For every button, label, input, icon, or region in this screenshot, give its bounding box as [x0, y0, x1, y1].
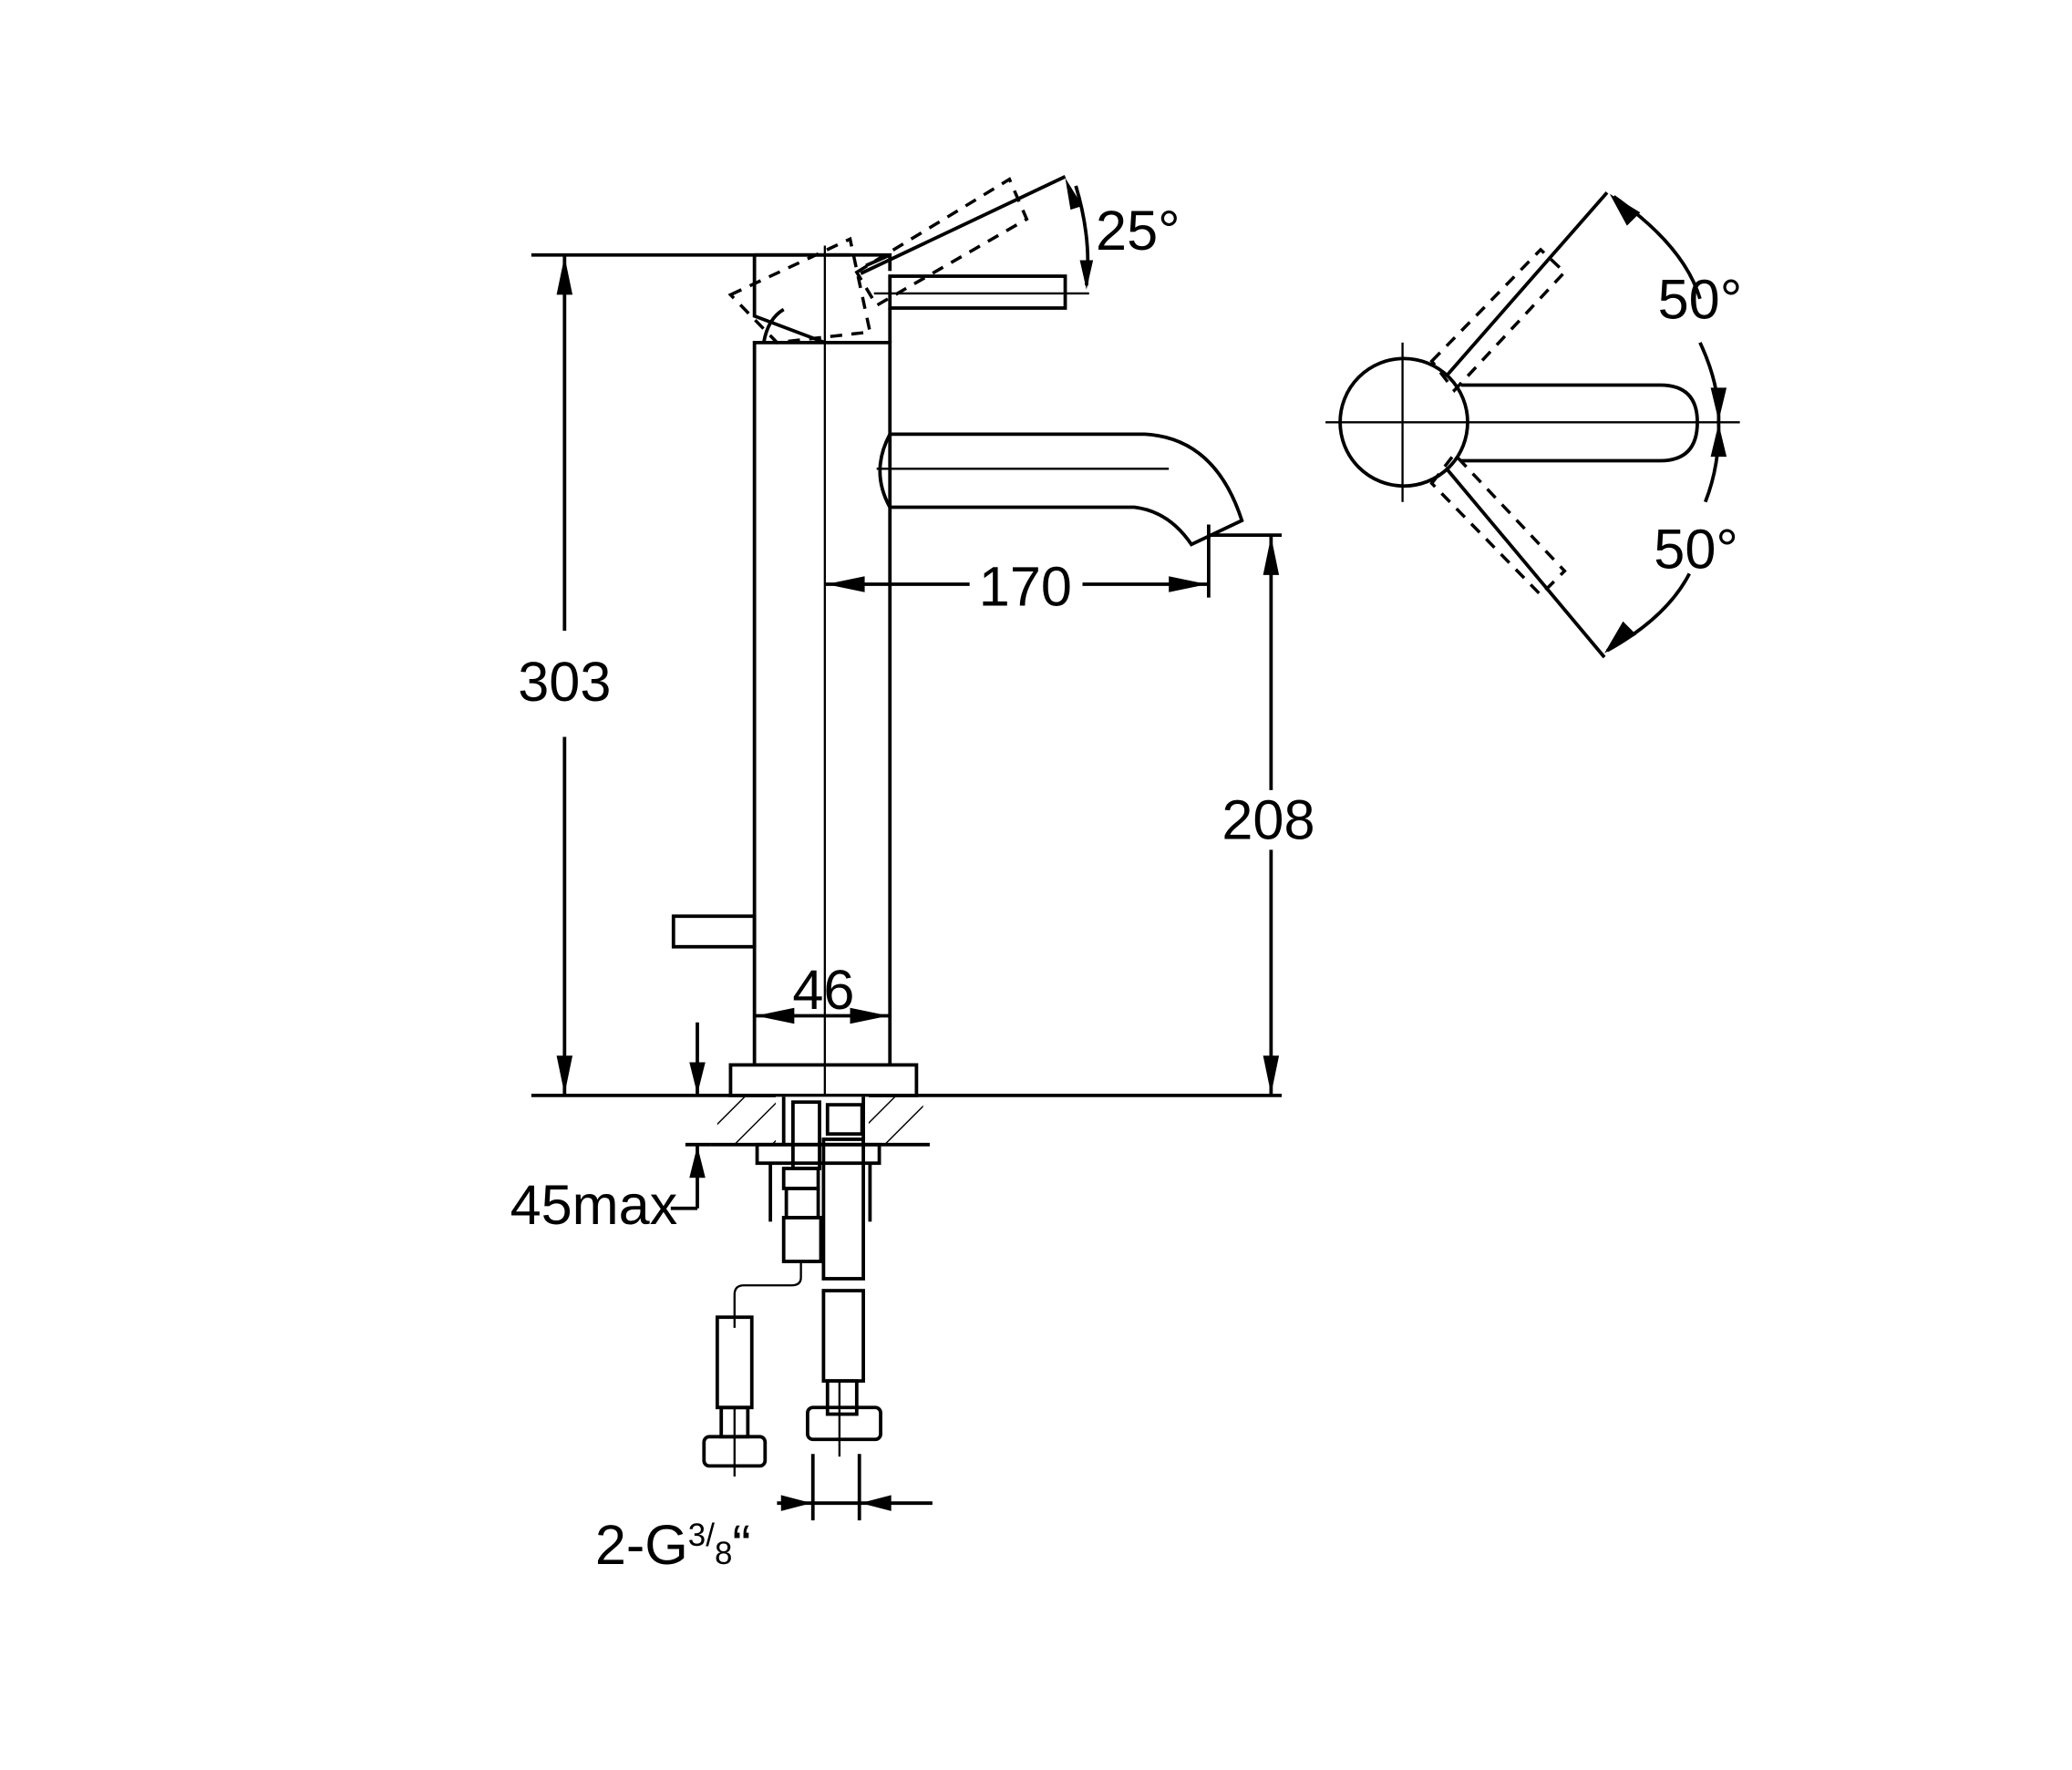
side-view: 25° [510, 175, 1314, 1576]
popup-rod [671, 914, 757, 949]
connection-size-label: 2-G3/8“ [595, 1514, 751, 1576]
swivel-limit-lower [1446, 468, 1606, 659]
total-height-label: 303 [518, 651, 611, 713]
top-view: 50° 50° [1325, 190, 1743, 659]
spout-reach-label: 170 [979, 555, 1072, 617]
tap-body [752, 340, 892, 1065]
swivel-limit-upper [1446, 190, 1609, 376]
counter-thickness-label: 45max [510, 1174, 678, 1236]
swivel-angle-upper-label: 50° [1658, 269, 1743, 331]
spout-height-label: 208 [1222, 789, 1314, 851]
swivel-angle-lower-label: 50° [1654, 519, 1738, 581]
hose-left [702, 1100, 823, 1477]
lever [888, 274, 1067, 310]
body-diameter-label: 46 [792, 959, 854, 1021]
lever-tilted-outline [727, 236, 872, 345]
lever-tilt-label: 25° [1096, 200, 1180, 262]
hose-right [806, 1103, 882, 1457]
base-plate [728, 1063, 919, 1097]
handle-arc [761, 307, 785, 344]
spout [890, 432, 1244, 547]
lever-tilted-line [860, 175, 1067, 275]
lever-top [1460, 383, 1699, 463]
